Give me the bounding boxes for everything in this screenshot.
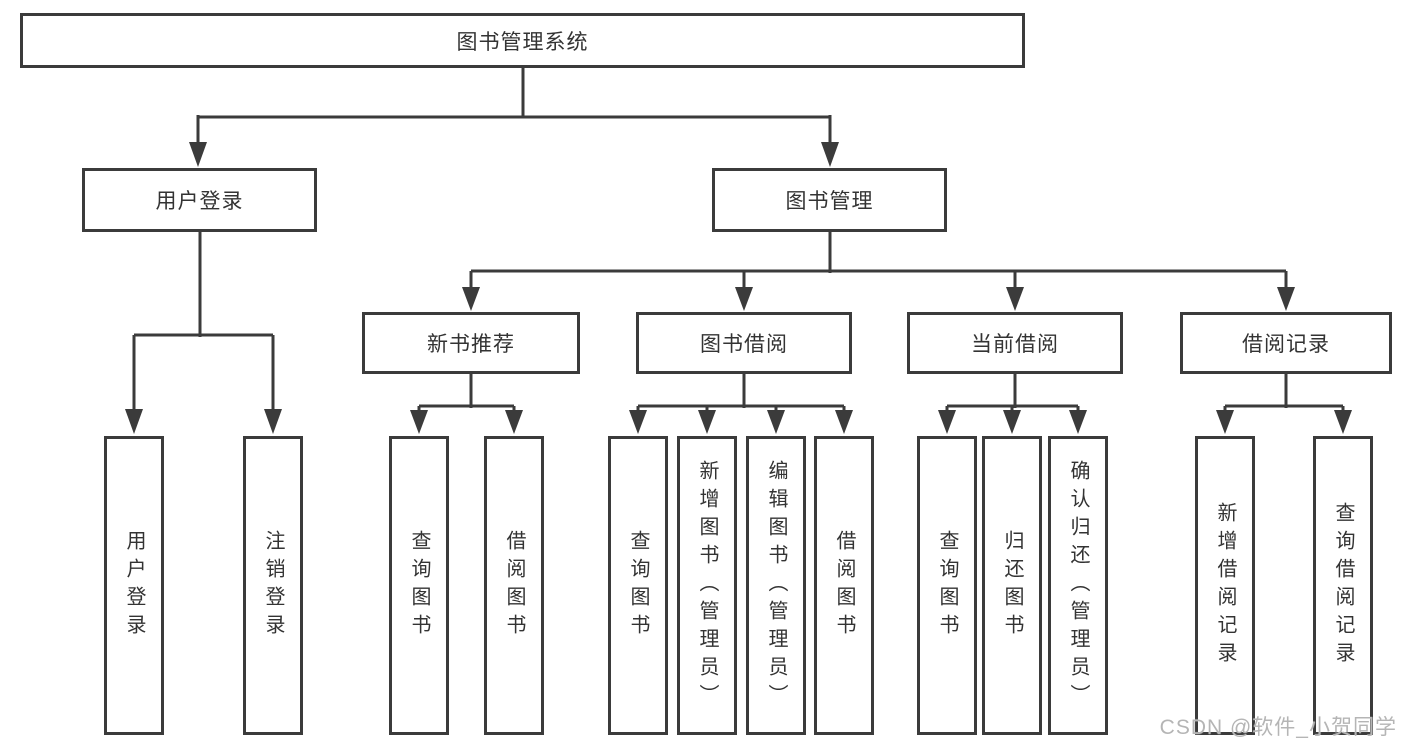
leaf-current-confirm-return-admin: 确认归还（管理员） <box>1048 436 1108 735</box>
watermark: CSDN @软件_小贺同学 <box>1159 716 1397 739</box>
leaf-borrow-borrow-books: 借阅图书 <box>814 436 874 735</box>
node-root: 图书管理系统 <box>20 13 1025 68</box>
node-book-borrowing: 图书借阅 <box>636 312 852 374</box>
leaf-borrow-query-books: 查询图书 <box>608 436 668 735</box>
node-borrowing-records: 借阅记录 <box>1180 312 1392 374</box>
leaf-borrow-add-books-admin: 新增图书（管理员） <box>677 436 737 735</box>
leaf-records-add-record: 新增借阅记录 <box>1195 436 1255 735</box>
leaf-current-query-books: 查询图书 <box>917 436 977 735</box>
node-current-borrowing: 当前借阅 <box>907 312 1123 374</box>
leaf-logout-login: 注销登录 <box>243 436 303 735</box>
leaf-current-return-books: 归还图书 <box>982 436 1042 735</box>
leaf-user-login: 用户登录 <box>104 436 164 735</box>
node-user-login: 用户登录 <box>82 168 317 232</box>
leaf-recommend-query-books: 查询图书 <box>389 436 449 735</box>
leaf-recommend-borrow-books: 借阅图书 <box>484 436 544 735</box>
node-new-book-recommend: 新书推荐 <box>362 312 580 374</box>
leaf-borrow-edit-books-admin: 编辑图书（管理员） <box>746 436 806 735</box>
node-book-management: 图书管理 <box>712 168 947 232</box>
leaf-records-query-record: 查询借阅记录 <box>1313 436 1373 735</box>
